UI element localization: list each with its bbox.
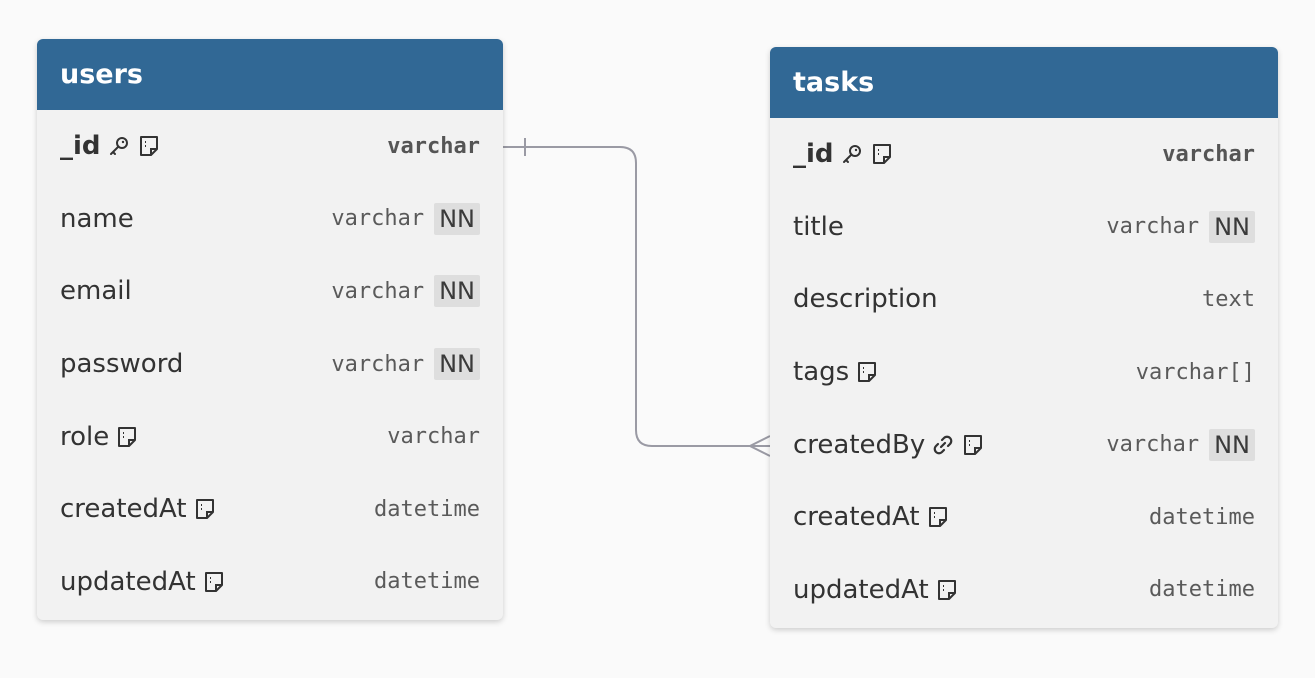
key-icon (107, 134, 131, 158)
field-name: createdAt (793, 502, 920, 533)
field-type: varchar (331, 351, 425, 377)
not-null-badge: NN (434, 348, 480, 381)
field-type: datetime (1149, 504, 1255, 530)
field-row-updatedAt[interactable]: updatedAt datetime (770, 554, 1278, 627)
field-name: createdAt (60, 494, 187, 525)
field-name: description (793, 284, 938, 315)
field-row-createdBy[interactable]: createdBy varchar NN (770, 408, 1278, 481)
table-users[interactable]: users _id varchar name (37, 39, 503, 621)
field-name: createdBy (793, 429, 926, 460)
link-icon (931, 433, 955, 457)
field-name: updatedAt (793, 574, 929, 605)
field-type: text (1202, 286, 1255, 312)
field-row-password[interactable]: password varchar NN (37, 328, 503, 401)
field-type: varchar (331, 206, 425, 232)
field-row-tags[interactable]: tags varchar[] (770, 336, 1278, 409)
many-cardinality-crowfoot (747, 435, 771, 457)
table-header[interactable]: users (37, 39, 503, 110)
field-row-description[interactable]: description text (770, 263, 1278, 336)
table-title: tasks (793, 67, 875, 98)
field-name: email (60, 276, 132, 307)
field-name: title (793, 211, 844, 242)
relationship-line (503, 146, 770, 447)
field-row-_id[interactable]: _id varchar (37, 110, 503, 183)
field-name: role (60, 421, 110, 452)
field-type: datetime (374, 569, 480, 595)
field-type: varchar (1106, 214, 1200, 240)
field-name: _id (793, 139, 834, 170)
note-icon[interactable] (961, 433, 985, 457)
field-type: varchar (387, 133, 480, 159)
field-row-name[interactable]: name varchar NN (37, 183, 503, 256)
field-type: datetime (374, 496, 480, 522)
field-type: varchar (331, 278, 425, 304)
note-icon[interactable] (115, 425, 139, 449)
not-null-badge: NN (1209, 428, 1255, 461)
field-name: updatedAt (60, 566, 196, 597)
field-row-_id[interactable]: _id varchar (770, 118, 1278, 191)
field-type: varchar (1162, 141, 1255, 167)
field-type: varchar (387, 424, 480, 450)
field-row-updatedAt[interactable]: updatedAt datetime (37, 546, 503, 619)
field-row-createdAt[interactable]: createdAt datetime (770, 481, 1278, 554)
field-name: name (60, 203, 134, 234)
not-null-badge: NN (434, 202, 480, 235)
field-name: tags (793, 357, 850, 388)
field-row-title[interactable]: title varchar NN (770, 191, 1278, 264)
field-row-createdAt[interactable]: createdAt datetime (37, 473, 503, 546)
note-icon[interactable] (137, 134, 161, 158)
field-row-email[interactable]: email varchar NN (37, 255, 503, 328)
table-title: users (60, 59, 143, 90)
field-row-role[interactable]: role varchar (37, 400, 503, 473)
note-icon[interactable] (926, 505, 950, 529)
table-header[interactable]: tasks (770, 47, 1278, 118)
table-tasks[interactable]: tasks _id varchar title varchar (770, 47, 1278, 629)
key-icon (840, 142, 864, 166)
note-icon[interactable] (193, 497, 217, 521)
field-type: datetime (1149, 577, 1255, 603)
field-type: varchar[] (1135, 359, 1255, 385)
note-icon[interactable] (855, 360, 879, 384)
note-icon[interactable] (935, 578, 959, 602)
field-type: varchar (1106, 432, 1200, 458)
note-icon[interactable] (870, 142, 894, 166)
field-name: password (60, 349, 184, 380)
note-icon[interactable] (202, 570, 226, 594)
field-name: _id (60, 131, 101, 162)
not-null-badge: NN (434, 275, 480, 308)
not-null-badge: NN (1209, 210, 1255, 243)
